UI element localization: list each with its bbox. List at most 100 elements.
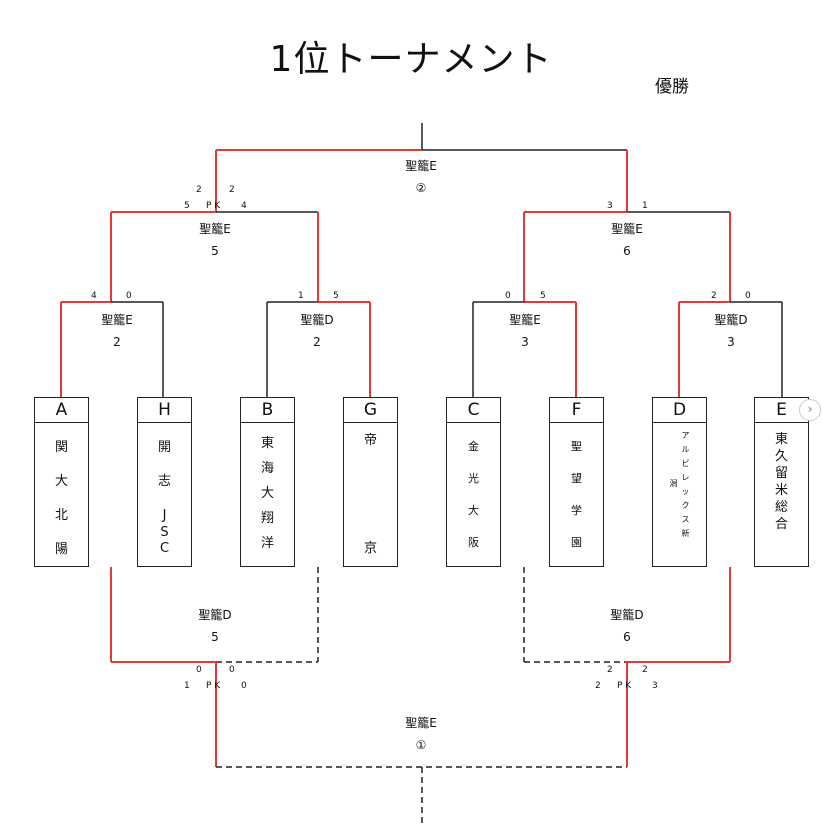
- team-name: 東 久 留 米 総 合: [755, 423, 808, 533]
- team-name-char: 陽: [54, 542, 68, 557]
- team-name-char: 関: [54, 440, 68, 455]
- q1-score-left: 4: [91, 291, 97, 301]
- match-q3: 聖籠E 3: [480, 309, 570, 353]
- s2-score-right: 1: [642, 201, 648, 211]
- round-number: 3: [727, 335, 735, 349]
- match-q1: 聖籠E 2: [72, 309, 162, 353]
- round-number: ②: [415, 181, 427, 195]
- match-s2: 聖籠E 6: [582, 218, 672, 262]
- team-name-char: 留: [774, 466, 788, 481]
- team-name-char: 開: [157, 440, 171, 455]
- team-box-c: C 金 光 大 阪: [446, 397, 501, 567]
- match-c2: 聖籠D 6: [582, 604, 672, 648]
- venue-label: 聖籠E: [611, 222, 643, 236]
- venue-label: 聖籠E: [101, 313, 133, 327]
- round-number: 6: [623, 630, 631, 644]
- next-arrow-icon[interactable]: ›: [799, 399, 821, 421]
- team-name-char: ル: [681, 445, 690, 454]
- team-letter: G: [344, 398, 397, 423]
- team-name-char: 光: [468, 472, 479, 485]
- team-name-char: 学: [571, 504, 582, 517]
- b1-top-left: 0: [196, 665, 202, 675]
- team-name-char: レ: [681, 473, 690, 482]
- team-letter: H: [138, 398, 191, 423]
- team-name-char: 海: [260, 461, 274, 476]
- team-name: 聖 望 学 園: [550, 423, 603, 559]
- match-c1: 聖籠D 5: [170, 604, 260, 648]
- page-title: 1位トーナメント: [269, 39, 553, 80]
- team-name-char: 総: [774, 500, 788, 515]
- match-q4: 聖籠D 3: [686, 309, 776, 353]
- team-name: 帝 京: [344, 423, 397, 559]
- team-name-char: 大: [260, 486, 274, 501]
- team-letter: D: [653, 398, 706, 423]
- team-name-column: 潟: [670, 477, 678, 491]
- team-box-b: B 東 海 大 翔 洋: [240, 397, 295, 567]
- team-name-char: ビ: [681, 459, 690, 468]
- team-name-char: 帝: [363, 433, 377, 448]
- team-name-char: 京: [363, 541, 377, 556]
- team-letter: A: [35, 398, 88, 423]
- venue-label: 聖籠D: [714, 313, 748, 327]
- team-name-char: 東: [774, 432, 788, 447]
- team-name-char: 久: [774, 449, 788, 464]
- team-name: 潟 ア ル ビ レ ッ ク ス 新: [653, 423, 706, 541]
- team-box-e: E 東 久 留 米 総 合: [754, 397, 809, 567]
- team-letter: C: [447, 398, 500, 423]
- team-letter: E: [755, 398, 808, 423]
- team-name-char: ス: [681, 515, 690, 524]
- team-name-char: 合: [774, 517, 788, 532]
- round-number: 2: [113, 335, 121, 349]
- b1-bottom-left: 1: [184, 681, 190, 691]
- q2-score-left: 1: [298, 291, 304, 301]
- q3-score-left: 0: [505, 291, 511, 301]
- team-name-char: 阪: [468, 536, 479, 549]
- q4-score-right: 0: [745, 291, 751, 301]
- round-number: 5: [211, 244, 219, 258]
- q2-score-right: 5: [333, 291, 339, 301]
- team-name-char: C: [159, 541, 170, 556]
- match-third: 聖籠E ①: [376, 712, 466, 756]
- team-name: 東 海 大 翔 洋: [241, 423, 294, 556]
- venue-label: 聖籠D: [300, 313, 334, 327]
- team-name-char: 大: [468, 504, 479, 517]
- round-number: ①: [415, 738, 427, 752]
- match-q2: 聖籠D 2: [272, 309, 362, 353]
- team-name-char: 米: [774, 483, 788, 498]
- s1-score-right: 4: [241, 201, 247, 211]
- team-letter: F: [550, 398, 603, 423]
- venue-label: 聖籠E: [199, 222, 231, 236]
- team-name-char: 潟: [669, 479, 678, 488]
- venue-label: 聖籠E: [405, 159, 437, 173]
- s1-score-left: 5: [184, 201, 190, 211]
- team-name-char: 園: [571, 536, 582, 549]
- b2-pk-label: P K: [617, 681, 632, 691]
- team-name-char: 東: [260, 436, 274, 451]
- venue-label: 聖籠E: [509, 313, 541, 327]
- b1-top-right: 0: [229, 665, 235, 675]
- b2-bottom-left: 2: [595, 681, 601, 691]
- team-name-char: 翔: [260, 511, 274, 526]
- team-name-char: 大: [54, 474, 68, 489]
- match-s1: 聖籠E 5: [170, 218, 260, 262]
- team-name-char: ッ: [681, 487, 690, 496]
- s1-pk-right: 2: [229, 185, 235, 195]
- b1-bottom-right: 0: [241, 681, 247, 691]
- team-name: 金 光 大 阪: [447, 423, 500, 559]
- s1-pk-left: 2: [196, 185, 202, 195]
- team-name-char: S: [160, 525, 169, 540]
- venue-label: 聖籠E: [405, 716, 437, 730]
- team-name-char: 北: [54, 508, 68, 523]
- b1-pk-label: P K: [206, 681, 221, 691]
- b2-bottom-right: 3: [652, 681, 658, 691]
- s2-score-left: 3: [607, 201, 613, 211]
- round-number: 2: [313, 335, 321, 349]
- s1-pk-label: P K: [206, 201, 221, 211]
- q1-score-right: 0: [126, 291, 132, 301]
- team-box-d: D 潟 ア ル ビ レ ッ ク ス 新: [652, 397, 707, 567]
- team-name-char: 志: [157, 474, 171, 489]
- team-box-h: H 開 志 J S C: [137, 397, 192, 567]
- q3-score-right: 5: [540, 291, 546, 301]
- team-name-char: ア: [681, 431, 690, 440]
